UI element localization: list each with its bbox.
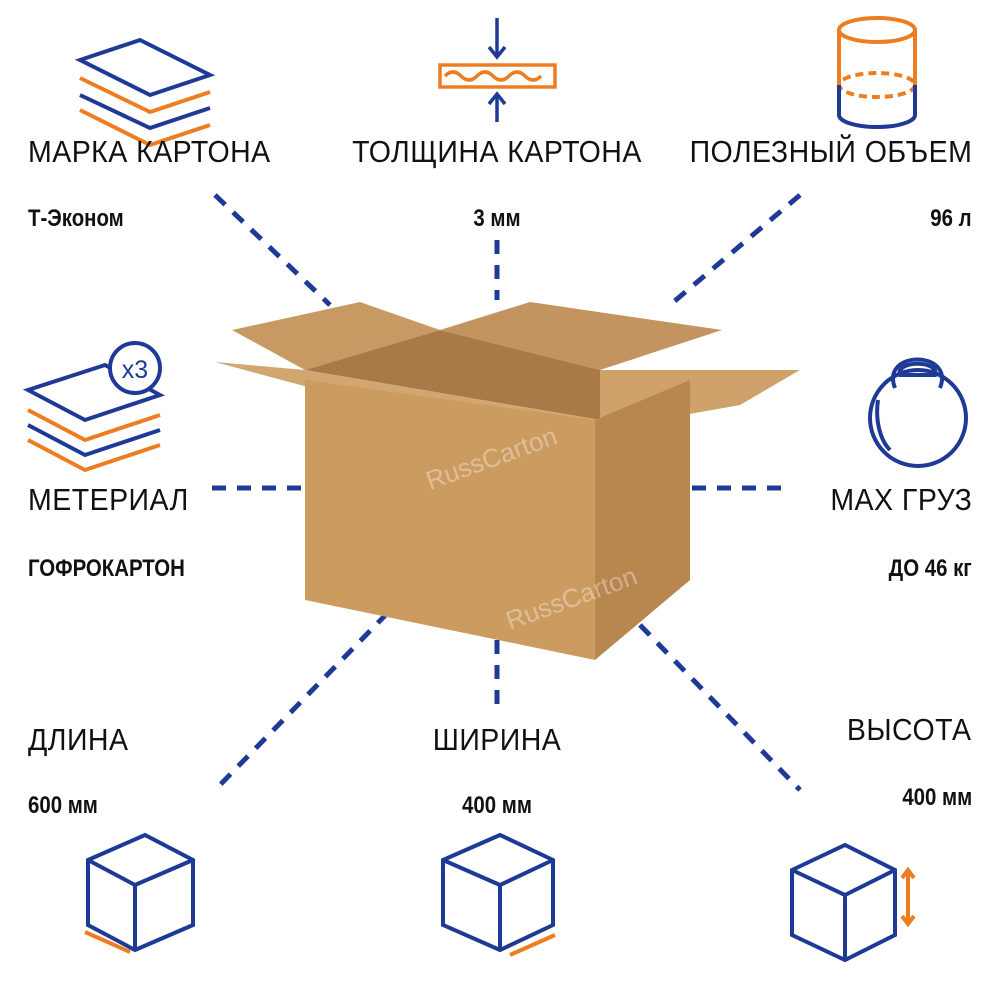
thickness-value: 3 мм	[473, 205, 521, 232]
kettlebell-icon	[868, 357, 968, 468]
width-value: 400 мм	[462, 792, 532, 819]
length-label: ДЛИНА	[28, 722, 129, 757]
volume-label: ПОЛЕЗНЫЙ ОБЪЕМ	[689, 134, 972, 169]
x3-badge: x3	[122, 356, 148, 384]
material-label: МЕТЕРИАЛ	[28, 482, 189, 517]
brand-value: Т-Эконом	[28, 205, 124, 232]
cardboard-layers-icon	[74, 37, 216, 148]
volume-value: 96 л	[930, 205, 972, 232]
material-value: ГОФРОКАРТОН	[28, 555, 185, 582]
connector-lines	[212, 193, 802, 792]
cardboard-box-image: RussCarton RussCarton	[215, 302, 800, 660]
height-value: 400 мм	[902, 784, 972, 811]
height-label: ВЫСОТА	[847, 712, 972, 747]
cylinder-volume-icon	[837, 16, 917, 129]
max-load-value: ДО 46 кг	[888, 555, 972, 582]
max-load-label: MAX ГРУЗ	[830, 482, 972, 517]
thickness-label: ТОЛЩИНА КАРТОНА	[352, 134, 642, 169]
cube-width-icon	[441, 832, 556, 957]
layers-x3-icon: x3	[22, 341, 165, 473]
brand-label: МАРКА КАРТОНА	[28, 134, 271, 169]
width-label: ШИРИНА	[432, 722, 562, 757]
length-value: 600 мм	[28, 792, 98, 819]
cube-height-icon	[790, 842, 916, 963]
thickness-icon	[438, 18, 557, 122]
cube-length-icon	[84, 832, 195, 954]
